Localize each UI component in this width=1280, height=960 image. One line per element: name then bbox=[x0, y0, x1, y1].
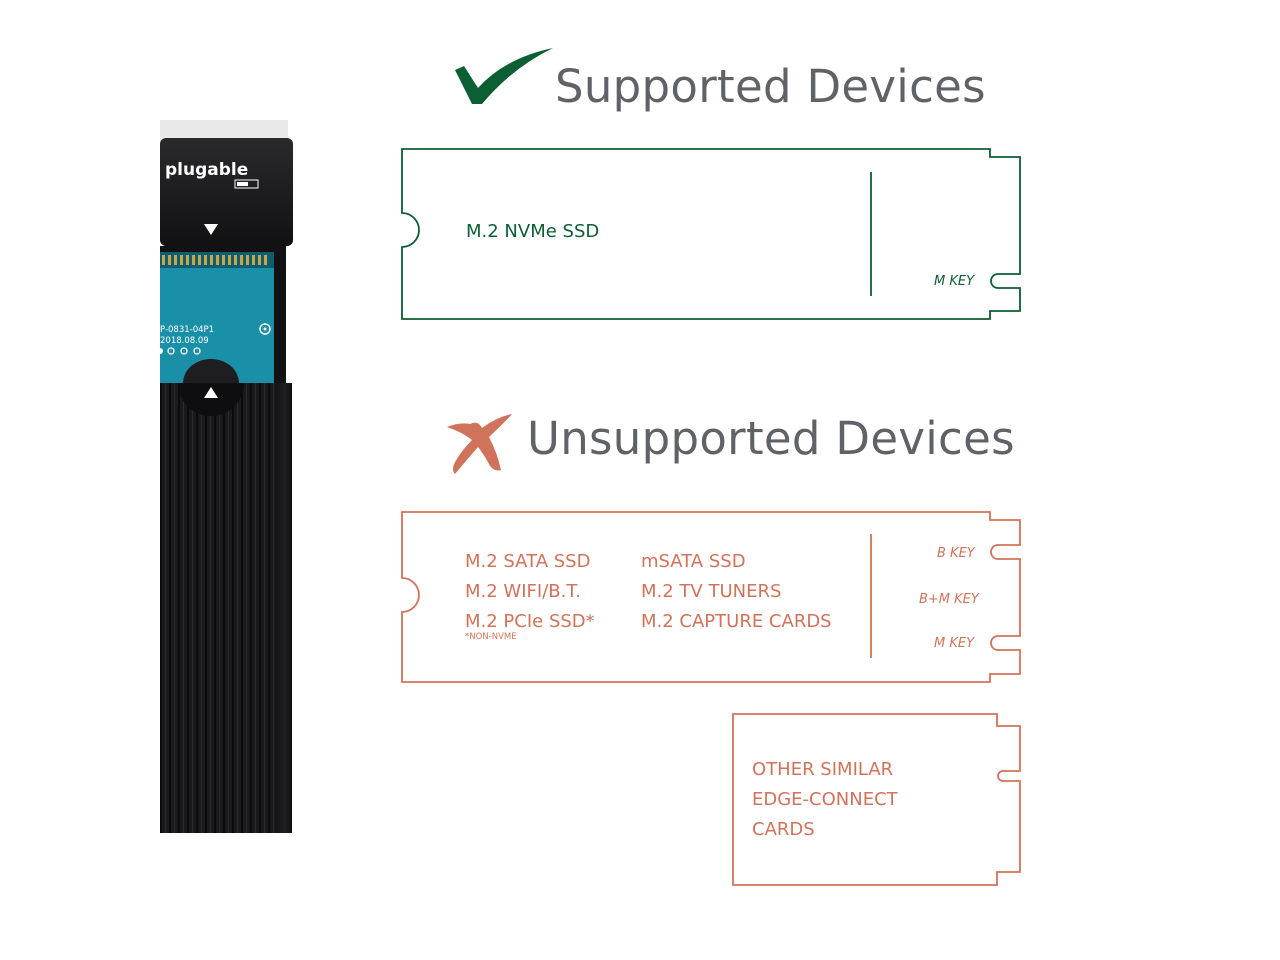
unsupported-item: M.2 TV TUNERS bbox=[641, 581, 782, 602]
enclosure-cap bbox=[160, 138, 293, 246]
pcb-date-label: 2018.08.09 bbox=[160, 336, 209, 346]
unsupported-item: mSATA SSD bbox=[641, 551, 746, 572]
non-nvme-note: *NON-NVME bbox=[465, 632, 517, 642]
other-card-outline bbox=[732, 713, 1021, 886]
b-key-label: B KEY bbox=[937, 546, 975, 561]
supported-card-label: M.2 NVMe SSD bbox=[466, 221, 600, 242]
unsupported-item: M.2 PCIe SSD* bbox=[465, 611, 595, 632]
enclosure-body bbox=[160, 383, 292, 833]
pcb-code-label: P-0831-04P1 bbox=[160, 325, 215, 335]
enclosure-brand-logo: plugable bbox=[165, 160, 249, 180]
unsupported-item: M.2 WIFI/B.T. bbox=[465, 581, 581, 602]
unsupported-card-outline bbox=[401, 511, 1021, 683]
other-card-line: EDGE-CONNECT bbox=[752, 789, 898, 810]
unsupported-devices-title: Unsupported Devices bbox=[527, 412, 1015, 465]
unsupported-item: M.2 CAPTURE CARDS bbox=[641, 611, 832, 632]
triangle-up-icon bbox=[204, 387, 218, 398]
triangle-down-icon bbox=[204, 224, 218, 235]
supported-card-outline bbox=[401, 148, 1021, 320]
cross-icon bbox=[447, 414, 512, 474]
other-card-line: OTHER SIMILAR bbox=[752, 759, 894, 780]
check-icon bbox=[455, 48, 553, 104]
other-card-line: CARDS bbox=[752, 819, 815, 840]
supported-devices-title: Supported Devices bbox=[555, 60, 986, 113]
unsupported-item: M.2 SATA SSD bbox=[465, 551, 591, 572]
m-key-label: M KEY bbox=[934, 636, 975, 651]
bm-key-label: B+M KEY bbox=[919, 592, 979, 607]
supported-key-label: M KEY bbox=[934, 274, 975, 289]
